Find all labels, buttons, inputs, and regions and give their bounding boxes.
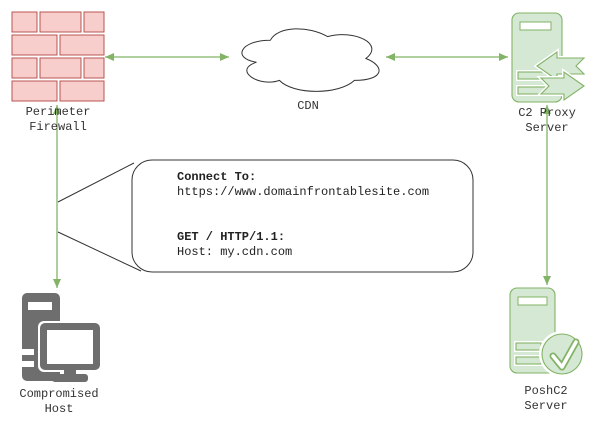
monitor-stand-neck: [64, 367, 76, 376]
brick: [11, 34, 58, 56]
firewall-label-line1: Perimeter: [25, 105, 91, 119]
poshc2-server-icon: [509, 287, 585, 377]
brick: [83, 57, 105, 79]
host-notch: [20, 361, 34, 367]
firewall-label: Perimeter Firewall: [8, 105, 108, 135]
host-label-line1: Compromised: [19, 387, 99, 401]
brick: [11, 11, 38, 33]
callout-request-line: GET / HTTP/1.1:: [177, 230, 286, 244]
poshc2-slot: [517, 296, 548, 306]
poshc2-label: PoshC2 Server: [496, 384, 596, 414]
checkmark-icon-inner: [551, 340, 578, 369]
proxy-right-arrow-icon: [539, 70, 585, 102]
compromised-host-icon: [20, 293, 102, 382]
cdn-label-text: CDN: [297, 99, 319, 113]
brick: [59, 34, 105, 56]
poshc2-bar: [515, 356, 542, 365]
callout-connect-label: Connect To:: [177, 170, 257, 184]
callout-bubble: [57, 159, 474, 273]
brick: [39, 11, 82, 33]
host-label-line2: Host: [44, 402, 74, 416]
host-slot: [28, 302, 52, 310]
callout-bubble-body: [131, 159, 474, 273]
callout-tail-upper: [57, 162, 135, 203]
c2-proxy-label: C2 Proxy Server: [497, 106, 597, 136]
monitor-stand-base: [52, 374, 88, 382]
firewall-icon: [11, 11, 105, 102]
brick: [59, 80, 105, 102]
poshc2-bar: [515, 342, 542, 351]
c2-proxy-label-line2: Server: [525, 121, 569, 135]
callout-text: Connect To: https://www.domainfrontables…: [177, 170, 429, 260]
c2-proxy-server-icon: [511, 12, 589, 104]
cdn-label: CDN: [258, 99, 358, 114]
brick: [39, 57, 82, 79]
callout-host-header: Host: my.cdn.com: [177, 245, 293, 259]
callout-tail-lower: [57, 231, 142, 272]
monitor-screen: [47, 330, 93, 364]
brick: [11, 57, 38, 79]
host-notch: [20, 349, 34, 355]
cdn-cloud-icon: [241, 28, 380, 92]
callout-connect-url: https://www.domainfrontablesite.com: [177, 185, 430, 199]
firewall-label-line2: Firewall: [29, 120, 87, 134]
c2-proxy-slot: [519, 21, 552, 31]
poshc2-label-line2: Server: [524, 399, 568, 413]
poshc2-label-line1: PoshC2: [524, 384, 568, 398]
compromised-host-label: Compromised Host: [9, 387, 109, 417]
brick: [11, 80, 58, 102]
c2-proxy-label-line1: C2 Proxy: [518, 106, 576, 120]
brick: [83, 11, 105, 33]
